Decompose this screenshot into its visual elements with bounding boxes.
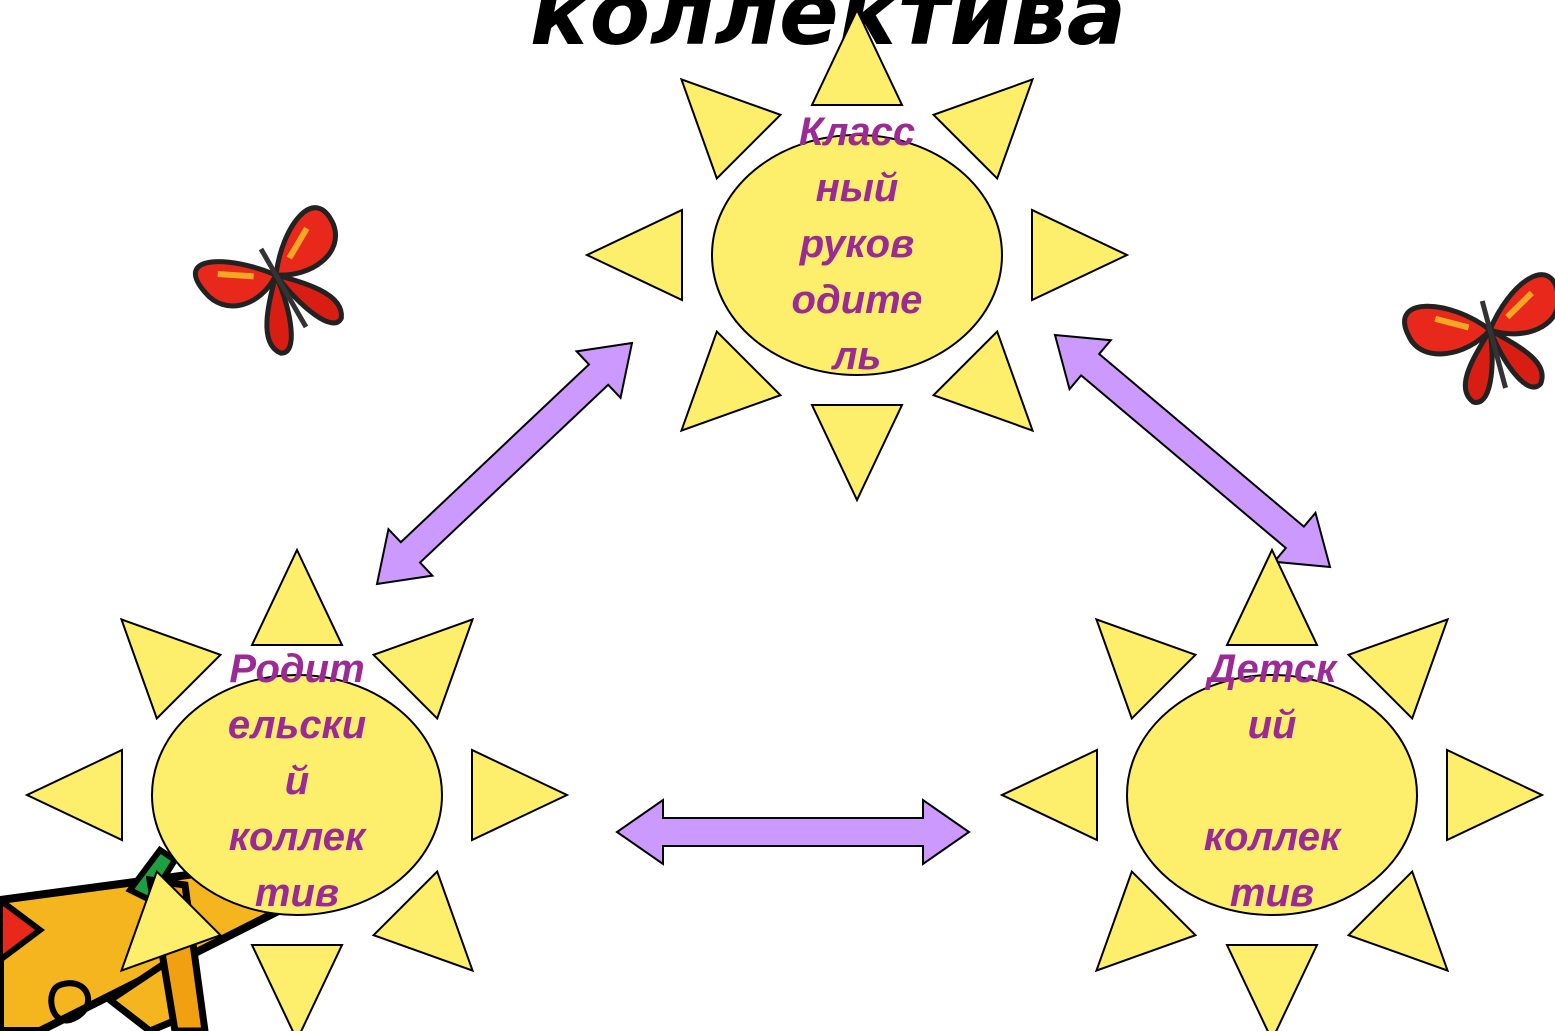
butterfly-icon <box>192 205 344 356</box>
sun-node-parents: Родит ельски й коллек тив <box>24 547 570 1031</box>
double-arrow-parents-children <box>615 798 971 866</box>
sun-core <box>151 674 443 916</box>
sun-ray <box>371 869 475 973</box>
node-label-line: одите <box>792 278 923 322</box>
sun-ray <box>250 944 344 1031</box>
double-arrow-teacher-parents <box>375 341 634 586</box>
sun-ray <box>679 77 783 181</box>
node-label-line: ный <box>816 166 899 210</box>
sun-node-children: Детск ий коллек тив <box>999 547 1545 1031</box>
sun-ray <box>1346 869 1450 973</box>
sun-ray <box>1094 617 1198 721</box>
sun-ray <box>679 329 783 433</box>
node-label-line: коллек <box>229 815 367 859</box>
slide-title: коллектива <box>530 0 1126 65</box>
node-label-line: тив <box>1230 871 1314 915</box>
sun-ray <box>1094 869 1198 973</box>
sun-ray <box>1031 208 1130 302</box>
sun-core <box>1126 674 1418 916</box>
sun-ray <box>931 329 1035 433</box>
sun-ray <box>371 617 475 721</box>
sun-node-teacher: Класс ный руков одите ль <box>584 7 1130 503</box>
node-label-line: тив <box>255 871 339 915</box>
node-label-line: Родит <box>229 647 364 691</box>
node-label-line: коллек <box>1204 815 1342 859</box>
node-label-line: ельски <box>228 703 366 747</box>
sun-ray <box>810 404 904 503</box>
sun-ray <box>24 748 123 842</box>
node-label-line: й <box>285 759 309 803</box>
node-label-line: ий <box>1248 703 1297 747</box>
sun-ray <box>119 617 223 721</box>
sun-ray <box>931 77 1035 181</box>
connections-layer <box>375 333 1332 866</box>
sun-core <box>711 134 1003 376</box>
sun-ray <box>1225 547 1319 646</box>
sun-ray <box>999 748 1098 842</box>
sun-ray <box>810 7 904 106</box>
sun-ray <box>1225 944 1319 1031</box>
sun-ray <box>1346 617 1450 721</box>
node-label-line: Класс <box>799 110 915 154</box>
sun-ray <box>1446 748 1545 842</box>
node-label-line: ль <box>831 334 882 378</box>
sun-ray <box>471 748 570 842</box>
sun-ray <box>250 547 344 646</box>
butterfly-icon <box>1402 272 1555 405</box>
sun-ray <box>119 869 223 973</box>
sun-ray <box>584 208 683 302</box>
node-label-line: Детск <box>1205 647 1338 691</box>
double-arrow-teacher-children <box>1053 333 1332 569</box>
node-label-line: руков <box>799 222 915 266</box>
